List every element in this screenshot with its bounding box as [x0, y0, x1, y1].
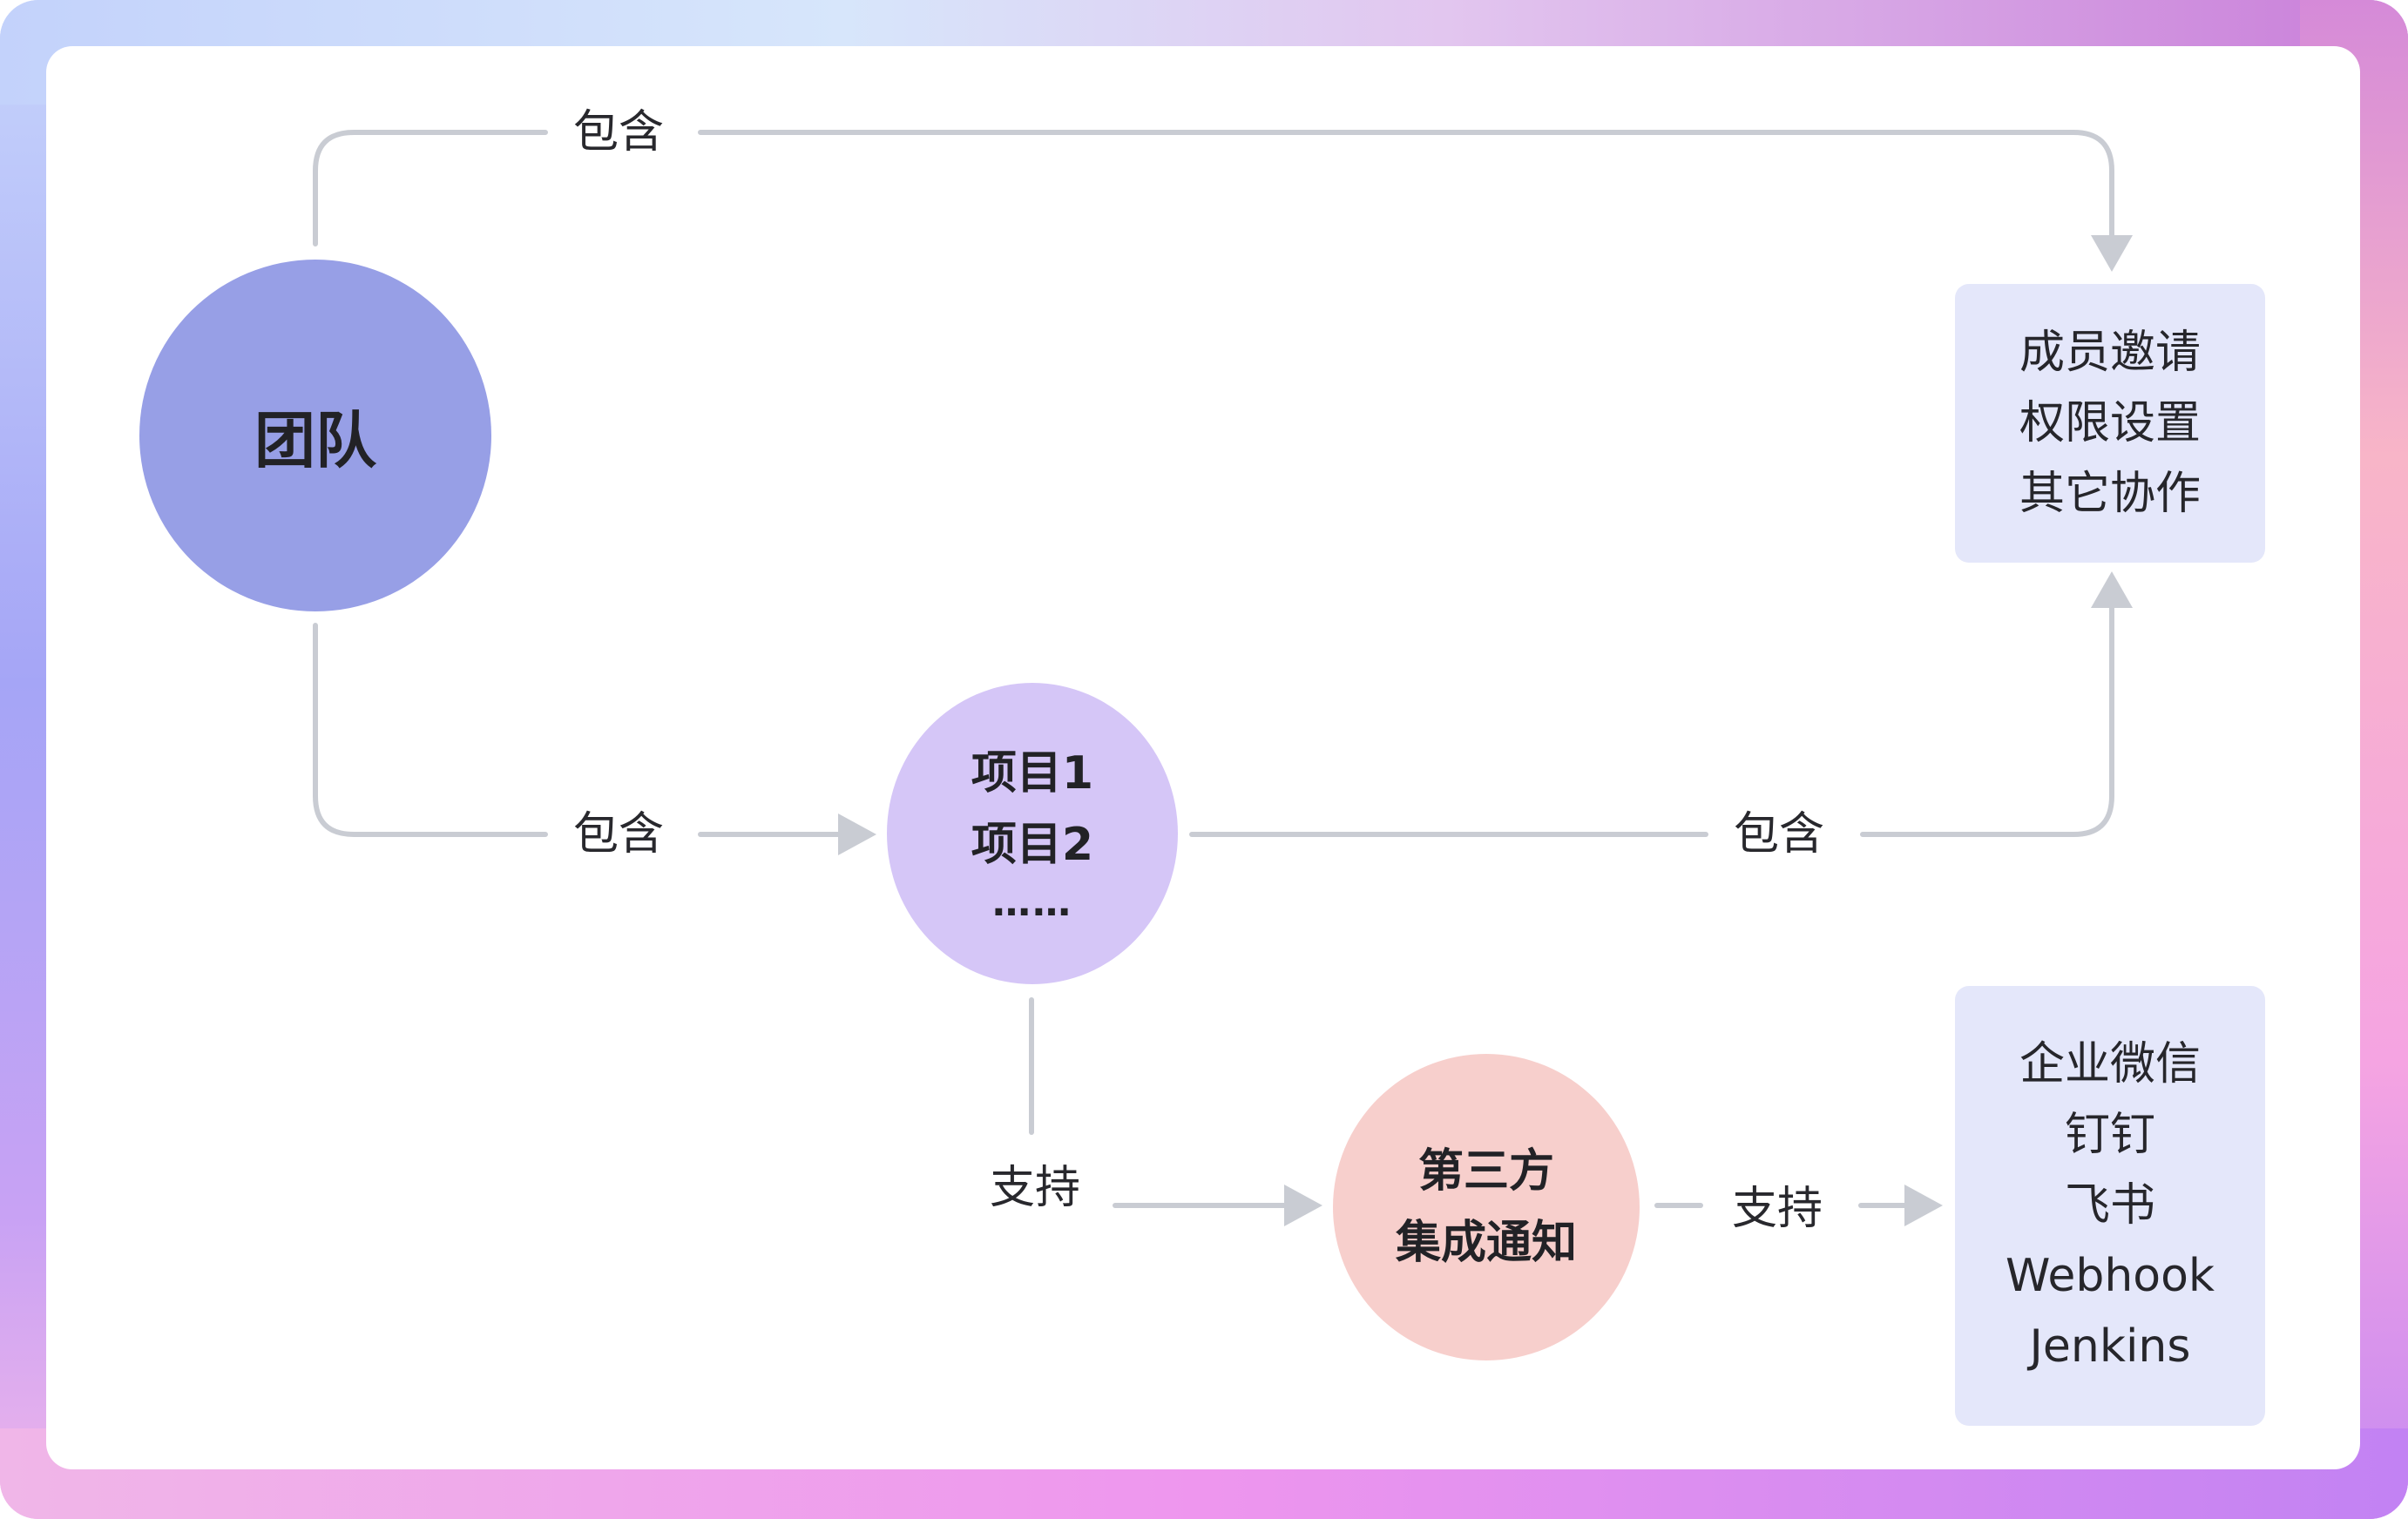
notify-targets-box: 企业微信 钉钉 飞书 Webhook Jenkins	[1955, 986, 2265, 1426]
arrowhead-right-integration	[1284, 1185, 1322, 1226]
notify-item-jenkins: Jenkins	[2029, 1320, 2191, 1373]
edge-label-integration-targets: 支持	[1732, 1183, 1823, 1235]
edge-label-team-collab: 包含	[573, 106, 665, 159]
collaboration-box: 成员邀请 权限设置 其它协作	[1955, 284, 2265, 563]
project-more-label: ……	[992, 881, 1072, 925]
arrowhead-up-collab	[2091, 571, 2133, 608]
edge-team-to-collab-left	[313, 130, 548, 246]
project-2-label: 项目2	[971, 819, 1094, 871]
notify-item-feishu: 飞书	[2064, 1179, 2155, 1232]
projects-node: 项目1 项目2 ……	[887, 683, 1178, 984]
project-1-label: 项目1	[971, 747, 1094, 800]
team-node: 团队	[139, 260, 491, 611]
collab-item-invite: 成员邀请	[2019, 326, 2201, 379]
arrowhead-right-targets	[1904, 1185, 1943, 1226]
integration-node: 第三方 集成通知	[1333, 1054, 1640, 1360]
edge-label-projects-collab: 包含	[1734, 808, 1825, 861]
collab-item-permissions: 权限设置	[2019, 396, 2201, 449]
collab-item-other: 其它协作	[2019, 467, 2201, 520]
arrowhead-right-projects	[838, 814, 876, 855]
edge-team-to-projects-left	[313, 623, 548, 837]
team-node-label: 团队	[254, 404, 376, 476]
edge-label-projects-integration: 支持	[990, 1162, 1081, 1214]
integration-line-1: 第三方	[1417, 1145, 1554, 1198]
notify-item-webhook: Webhook	[2005, 1250, 2215, 1302]
edge-projects-to-collab-right	[1860, 604, 2114, 837]
arrowhead-down-collab	[2091, 235, 2133, 272]
integration-line-2: 集成通知	[1395, 1217, 1577, 1269]
edge-label-team-projects: 包含	[573, 808, 665, 861]
notify-item-dingtalk: 钉钉	[2064, 1109, 2155, 1161]
edge-team-to-collab-right	[698, 130, 2114, 240]
notify-item-wecom: 企业微信	[2019, 1038, 2201, 1090]
